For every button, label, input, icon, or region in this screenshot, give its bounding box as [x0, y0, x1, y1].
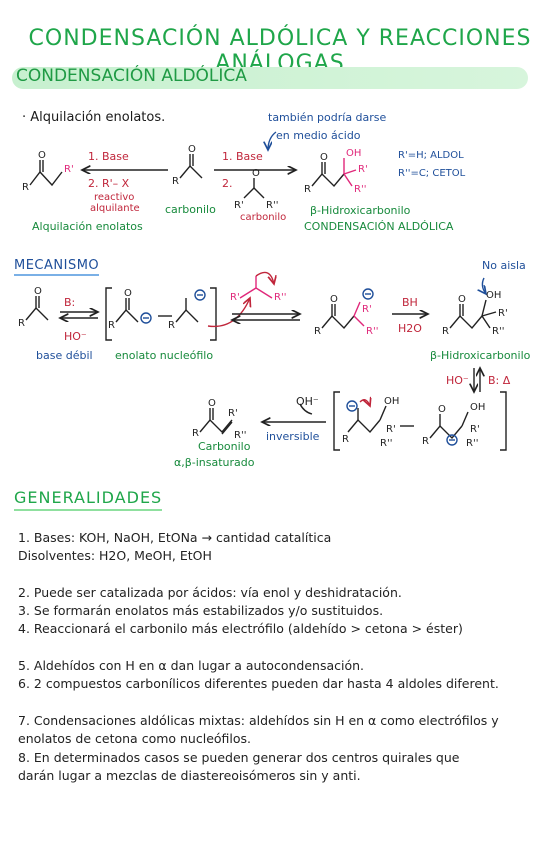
svg-text:R': R' — [228, 408, 238, 419]
generalities-header: GENERALIDADES — [14, 488, 163, 511]
mechanism-header: MECANISMO — [14, 258, 100, 276]
svg-text:R': R' — [386, 424, 396, 435]
list-item: Disolventes: H2O, MeOH, EtOH — [18, 548, 212, 563]
hydroxide-label: HO⁻ — [64, 330, 87, 343]
subtitle-banner — [12, 67, 528, 89]
svg-text:R: R — [192, 428, 199, 439]
page-title: CONDENSACIÓN ALDÓLICA Y REACCIONES ANÁLO… — [28, 26, 532, 76]
list-item: 1. Bases: KOH, NaOH, EtONa → cantidad ca… — [18, 530, 332, 545]
list-item: 6. 2 compuestos carbonílicos diferentes … — [18, 676, 499, 691]
base-heat-label: B: Δ — [488, 374, 511, 387]
list-item: 7. Condensaciones aldólicas mixtas: alde… — [18, 713, 499, 728]
svg-text:R: R — [22, 182, 29, 193]
carbonyl-label-2: carbonilo — [240, 212, 287, 223]
svg-text:R': R' — [362, 304, 372, 315]
svg-text:OH: OH — [470, 402, 485, 413]
aldol-note: R'=H; ALDOL — [398, 150, 464, 161]
svg-text:R': R' — [498, 308, 508, 319]
svg-text:OH: OH — [384, 396, 399, 407]
right-product-label-2: CONDENSACIÓN ALDÓLICA — [304, 220, 454, 233]
right-product-label-1: β-Hidroxicarbonilo — [310, 204, 411, 217]
list-item: 2. Puede ser catalizada por ácidos: vía … — [18, 585, 402, 600]
svg-text:R'': R'' — [354, 184, 366, 195]
svg-text:R': R' — [234, 200, 244, 211]
svg-text:O: O — [124, 288, 132, 299]
right-step2-label: 2. — [222, 177, 233, 190]
carbonyl-label: carbonilo — [165, 203, 216, 216]
svg-text:R': R' — [64, 164, 74, 175]
reagent-label-1: reactivo — [94, 192, 135, 203]
svg-text:R'': R'' — [266, 200, 278, 211]
left-base-label: 1. Base — [88, 150, 129, 163]
subtitle: CONDENSACIÓN ALDÓLICA — [16, 66, 247, 86]
svg-text:R: R — [314, 326, 321, 337]
svg-text:R: R — [342, 434, 349, 445]
svg-text:O: O — [330, 294, 338, 305]
svg-text:O: O — [188, 144, 196, 155]
svg-text:O: O — [320, 152, 328, 163]
svg-text:O: O — [38, 150, 46, 161]
cetol-note: R''=C; CETOL — [398, 168, 466, 179]
oh-minus-label: OH⁻ — [296, 395, 319, 408]
svg-text:R: R — [442, 326, 449, 337]
svg-text:R'': R'' — [380, 438, 392, 449]
svg-text:R': R' — [470, 424, 480, 435]
svg-text:R'': R'' — [366, 326, 378, 337]
list-item: darán lugar a mezclas de diastereoisómer… — [18, 768, 361, 783]
list-item: 5. Aldehídos con H en α dan lugar a auto… — [18, 658, 365, 673]
bullet-alkylation: · Alquilación enolatos. — [22, 110, 166, 125]
svg-text:R'': R'' — [466, 438, 478, 449]
svg-text:R: R — [18, 318, 25, 329]
base-b-label: B: — [64, 296, 76, 309]
hydroxide-label-2: HO⁻ — [446, 374, 469, 387]
note-acid-medium: en medio ácido — [276, 129, 361, 142]
list-item: enolatos de cetona como nucleófilos. — [18, 731, 252, 746]
reagent-label-2: alquilante — [90, 203, 140, 214]
svg-text:R'': R'' — [234, 430, 246, 441]
water-label: H2O — [398, 322, 422, 335]
svg-text:O: O — [34, 286, 42, 297]
unsat-carbonyl-label: Carbonilo — [198, 440, 251, 453]
list-item: 8. En determinados casos se pueden gener… — [18, 750, 460, 765]
svg-text:R'': R'' — [492, 326, 504, 337]
bh-label: BH — [402, 296, 418, 309]
svg-text:OH: OH — [346, 148, 361, 159]
hydroxycarbonyl-label: β-Hidroxicarbonilo — [430, 349, 531, 362]
svg-text:R'': R'' — [274, 292, 286, 303]
svg-text:R: R — [172, 176, 179, 187]
svg-text:OH: OH — [486, 290, 501, 301]
list-item: 4. Reaccionará el carbonilo más electróf… — [18, 621, 463, 636]
svg-text:R': R' — [230, 292, 240, 303]
no-isolate-note: No aisla — [482, 259, 526, 272]
svg-text:R: R — [168, 320, 175, 331]
left-rx-label: 2. R'– X — [88, 177, 130, 190]
svg-text:O: O — [252, 168, 260, 179]
left-product-label: Alquilación enolatos — [32, 220, 143, 233]
unsat-label: α,β-insaturado — [174, 456, 255, 469]
note-also-acid: también podría darse — [268, 111, 387, 124]
svg-text:O: O — [458, 294, 466, 305]
list-item: 3. Se formarán enolatos más estabilizado… — [18, 603, 384, 618]
svg-text:R: R — [108, 320, 115, 331]
irreversible-label: inversible — [266, 430, 320, 443]
right-base-label: 1. Base — [222, 150, 263, 163]
svg-text:R': R' — [358, 164, 368, 175]
svg-text:R: R — [304, 184, 311, 195]
svg-text:O: O — [208, 398, 216, 409]
svg-text:R: R — [422, 436, 429, 447]
weak-base-label: base débil — [36, 349, 93, 362]
svg-text:O: O — [438, 404, 446, 415]
enolate-label: enolato nucleófilo — [115, 349, 214, 362]
